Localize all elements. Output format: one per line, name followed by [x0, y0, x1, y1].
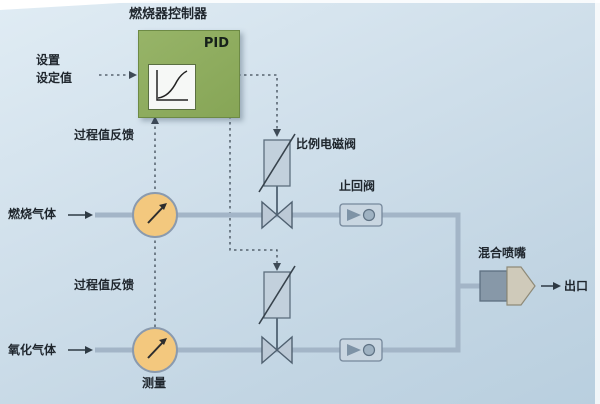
- valve-diagonal: [258, 265, 296, 325]
- scan-edge-right: [595, 0, 600, 404]
- trend-curve: [156, 70, 188, 101]
- pid-controller-box: PID: [138, 30, 240, 118]
- mixing-nozzle-label: 混合喷嘴: [478, 246, 527, 260]
- gauge-needle-icon: [147, 340, 165, 359]
- outlet-label: 出口: [564, 279, 589, 293]
- scan-edge-wedge: [0, 0, 170, 10]
- feedback-label-top: 过程值反馈: [74, 128, 135, 142]
- controller-output-line-fuel: [238, 74, 278, 130]
- output-arrowhead-oxidizer: [273, 263, 281, 271]
- check-valve-circle: [362, 343, 376, 357]
- nozzle-body: [479, 270, 508, 302]
- nozzle-tip: [506, 266, 536, 306]
- control-valve-oxidizer: [261, 335, 293, 365]
- proportional-valve-oxidizer: [258, 265, 296, 350]
- fuel-gas-label: 燃烧气体: [8, 207, 57, 221]
- measurement-label: 测量: [142, 376, 167, 390]
- control-valve-fuel: [261, 200, 293, 230]
- controller-output-line-oxidizer: [229, 116, 278, 264]
- setpoint-label-line2: 设定值: [36, 71, 73, 85]
- feedback-label-bottom: 过程值反馈: [74, 278, 135, 292]
- setpoint-label-line1: 设置: [36, 53, 61, 67]
- outlet-arrowhead: [553, 282, 561, 290]
- scan-edge-top: [0, 0, 600, 3]
- flow-arrows: [68, 211, 561, 354]
- valve-diagonal: [258, 133, 296, 193]
- pid-label: PID: [203, 36, 229, 51]
- valve-right-triangle: [275, 335, 293, 365]
- inlet-arrowhead-oxidizer: [85, 346, 93, 354]
- check-valve-fuel: [339, 203, 383, 227]
- flow-meter-fuel: [132, 192, 178, 238]
- signal-arrowheads: [129, 71, 281, 271]
- inlet-arrowhead-fuel: [85, 211, 93, 219]
- gauge-needle-tip: [159, 203, 167, 210]
- mixing-nozzle: [479, 266, 536, 306]
- feedback-arrowhead: [151, 116, 159, 124]
- oxidizer-gas-label: 氧化气体: [8, 343, 57, 357]
- output-arrowhead-fuel: [273, 129, 281, 137]
- valve-left-triangle: [261, 335, 279, 365]
- check-valve-triangle: [347, 344, 361, 356]
- check-valve-triangle: [347, 209, 361, 221]
- flow-meter-oxidizer: [132, 327, 178, 373]
- gauge-needle-tip: [159, 338, 167, 345]
- gauge-needle-icon: [147, 205, 165, 224]
- pid-trend-icon: [148, 64, 196, 110]
- check-valve-circle: [362, 208, 376, 222]
- setpoint-arrowhead: [129, 71, 137, 79]
- check-valve-oxidizer: [339, 338, 383, 362]
- proportional-valve-label: 比例电磁阀: [296, 137, 357, 151]
- proportional-valve-fuel: [258, 133, 296, 215]
- valve-left-triangle: [261, 200, 279, 230]
- diagram-title: 燃烧器控制器: [129, 7, 208, 22]
- check-valve-label: 止回阀: [339, 179, 376, 193]
- valve-right-triangle: [275, 200, 293, 230]
